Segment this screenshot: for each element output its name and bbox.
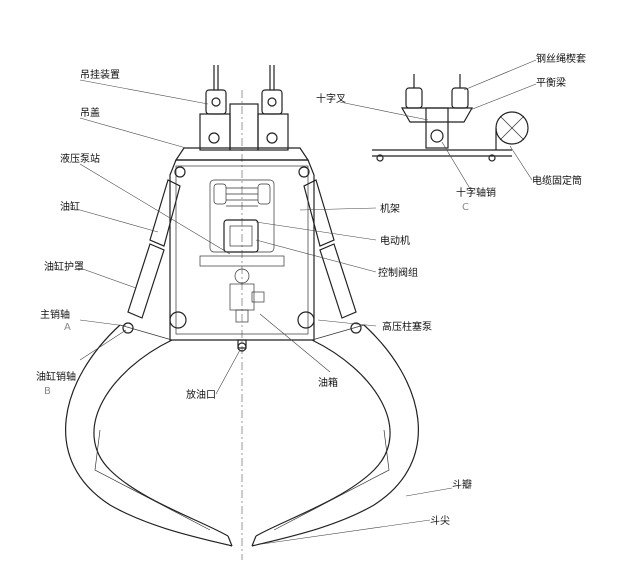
label-plunger-pump: 高压柱塞泵 <box>382 320 432 333</box>
mark-cylinder-pin: B <box>44 386 51 397</box>
valve-group-shape <box>199 219 285 323</box>
label-valve-group: 控制阀组 <box>378 266 418 279</box>
leader-lines <box>79 59 537 545</box>
label-cross-pin: 十字轴销 <box>456 186 496 199</box>
label-bucket-tip: 斗尖 <box>430 514 450 527</box>
label-oil-cylinder: 油缸 <box>60 200 80 213</box>
label-oil-tank: 油箱 <box>318 376 338 389</box>
label-frame: 机架 <box>380 202 400 215</box>
label-drain-port: 放油口 <box>186 388 216 401</box>
frame-shape <box>169 159 315 352</box>
label-cylinder-pin: 油缸销轴 <box>36 370 76 383</box>
cylinder-left-shape <box>122 179 181 334</box>
label-rope-sleeve: 钢丝绳楔套 <box>536 52 586 65</box>
bucket-petal-left-shape <box>65 324 233 547</box>
hanging-device-shape <box>199 65 289 151</box>
label-cable-drum: 电缆固定筒 <box>532 174 582 187</box>
label-hanging-device: 吊挂装置 <box>80 68 120 81</box>
label-cylinder-guard: 油缸护罩 <box>44 260 84 273</box>
label-main-pin: 主销轴 <box>40 308 70 321</box>
label-hydraulic-station: 液压泵站 <box>60 152 100 165</box>
label-hanging-cover: 吊盖 <box>80 106 100 119</box>
label-balance-beam: 平衡梁 <box>536 76 566 89</box>
mark-main-pin: A <box>64 322 71 333</box>
bucket-petal-right-shape <box>251 324 419 547</box>
label-bucket-petal: 斗瓣 <box>452 479 472 491</box>
mark-cross-pin: C <box>462 202 469 213</box>
balance-beam-assembly-shape <box>372 74 529 162</box>
motor-shape <box>209 179 275 253</box>
cylinder-right-shape <box>303 179 362 334</box>
label-cross-fork: 十字叉 <box>316 92 346 105</box>
label-motor: 电动机 <box>380 234 410 247</box>
